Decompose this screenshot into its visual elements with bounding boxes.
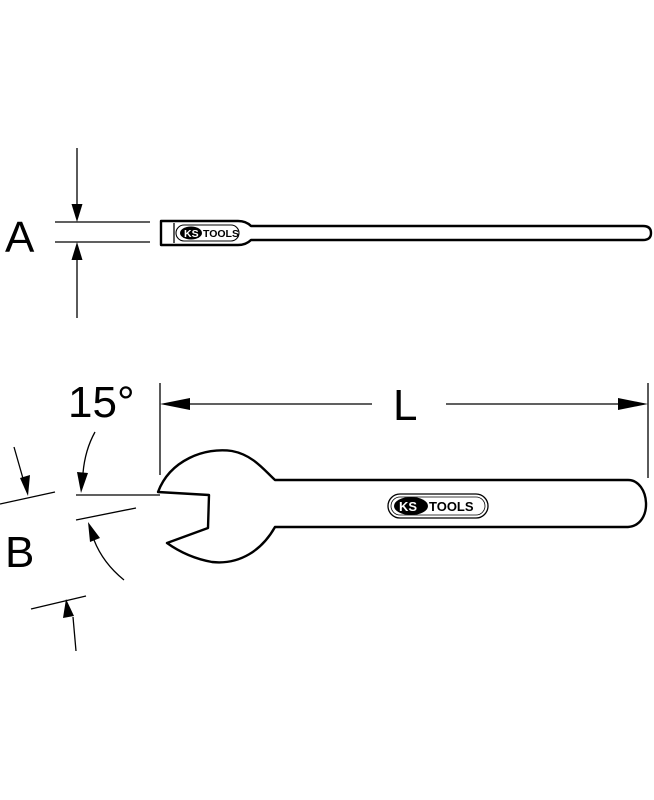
dimension-b-label: B [5, 528, 34, 577]
front-view: L KS TOOLS 15° [0, 378, 649, 652]
side-view-logo: KS TOOLS [175, 224, 240, 242]
dimension-a: A [5, 148, 150, 318]
angle-label: 15° [68, 378, 135, 427]
side-view: A KS TOOLS [5, 148, 653, 318]
handle-logo: KS TOOLS [387, 493, 489, 519]
svg-text:TOOLS: TOOLS [429, 499, 474, 514]
svg-text:TOOLS: TOOLS [203, 228, 239, 240]
wrench-side-profile [159, 219, 653, 247]
svg-text:KS: KS [399, 499, 417, 514]
dimension-l-label: L [393, 381, 417, 430]
dimension-angle: 15° [68, 378, 160, 581]
dimension-l: L [159, 381, 649, 478]
dimension-b: B [0, 446, 87, 652]
svg-text:KS: KS [184, 228, 199, 240]
dimension-a-label: A [5, 213, 35, 262]
